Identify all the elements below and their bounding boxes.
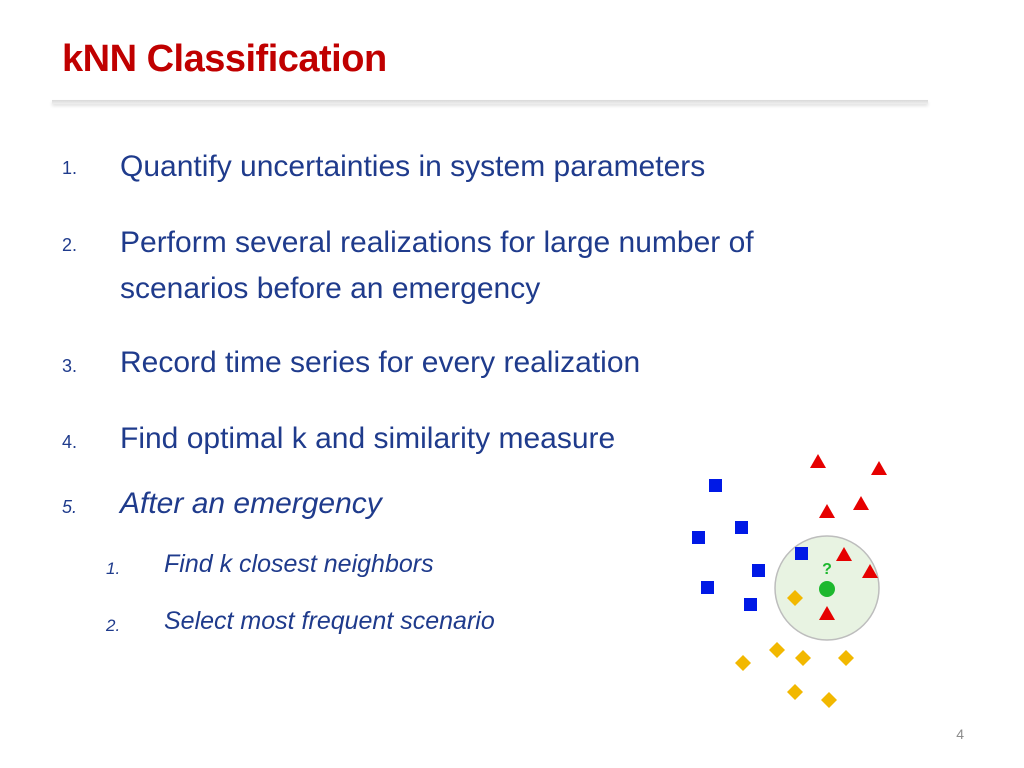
class-a-square	[752, 564, 765, 577]
sub-list-item-number: 1.	[106, 559, 121, 578]
class-b-triangle	[819, 504, 835, 518]
list-item-text: Find optimal k and similarity measure	[120, 422, 616, 455]
list-item-number: 4.	[62, 432, 78, 452]
sub-list-item-number: 2.	[106, 616, 121, 635]
class-a-square	[735, 521, 748, 534]
class-a-square	[795, 547, 808, 560]
list-item-text: After an emergency	[120, 487, 382, 520]
page-number: 4	[956, 726, 964, 742]
knn-diagram: ?	[692, 454, 887, 708]
class-a-square	[701, 581, 714, 594]
query-point	[819, 581, 835, 597]
list-item-text-line1: Perform several realizations for large n…	[120, 226, 754, 259]
class-c-diamond	[787, 684, 803, 700]
class-a-square	[709, 479, 722, 492]
class-c-diamond	[838, 650, 854, 666]
class-b-triangle	[819, 606, 835, 620]
list-item-number: 1.	[62, 158, 78, 178]
list-item-text: Quantify uncertainties in system paramet…	[120, 150, 706, 183]
list-item-text-line2: scenarios before an emergency	[120, 272, 541, 305]
class-b-triangle	[871, 461, 887, 475]
class-c-diamond	[821, 692, 837, 708]
list-item-text: Record time series for every realization	[120, 346, 641, 379]
class-c-diamond	[795, 650, 811, 666]
title-divider	[52, 100, 928, 104]
slide-title: kNN Classification	[62, 38, 387, 80]
list-item-number: 5.	[62, 497, 78, 517]
class-b-triangle	[810, 454, 826, 468]
class-a-square	[744, 598, 757, 611]
class-b-triangle	[836, 547, 852, 561]
list-item-number: 2.	[62, 235, 78, 255]
class-c-diamond	[735, 655, 751, 671]
list-item-number: 3.	[62, 356, 78, 376]
query-label: ?	[822, 561, 832, 578]
class-c-diamond	[769, 642, 785, 658]
class-b-triangle	[853, 496, 869, 510]
sub-list-item-text: Find k closest neighbors	[164, 550, 434, 578]
class-b-triangle	[862, 564, 878, 578]
class-a-square	[692, 531, 705, 544]
sub-list-item-text: Select most frequent scenario	[164, 607, 495, 635]
class-c-diamond	[787, 590, 803, 606]
